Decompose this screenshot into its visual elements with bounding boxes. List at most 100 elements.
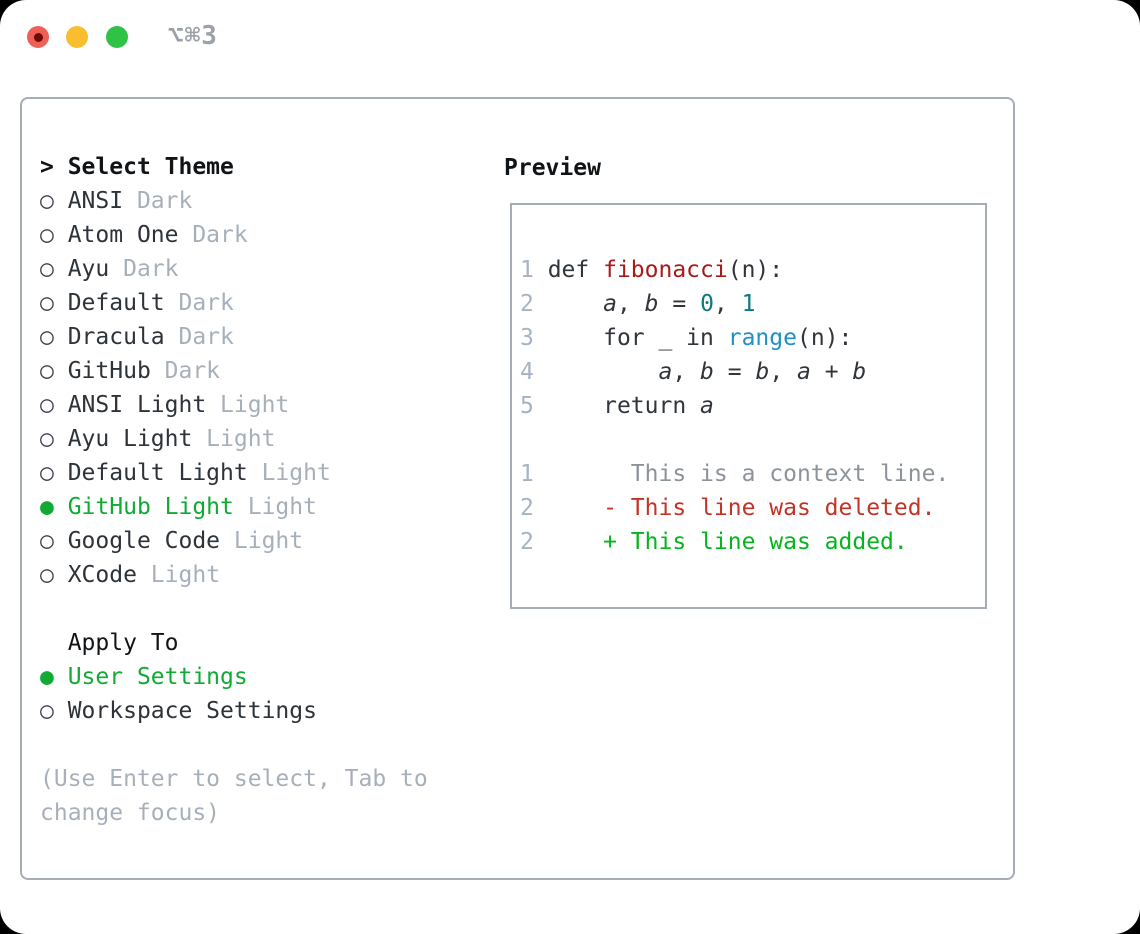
code-segment-code: =	[713, 359, 756, 385]
diff-added-line: 2 + This line was added.	[520, 525, 981, 559]
code-segment-code	[548, 495, 603, 521]
code-segment-code: (n):	[727, 257, 784, 283]
code-segment-context: This is a context line.	[547, 461, 950, 487]
radio-unselected-icon: ○	[40, 392, 68, 418]
theme-option-xcode[interactable]: ○ XCode Light	[40, 558, 480, 592]
radio-unselected-icon: ○	[40, 528, 68, 554]
theme-name: GitHub	[67, 358, 151, 384]
select-theme-header: > Select Theme	[40, 150, 480, 184]
theme-option-default-light[interactable]: ○ Default Light Light	[40, 456, 480, 490]
code-line-3: 3 for _ in range(n):	[520, 321, 981, 355]
theme-name: Ayu	[67, 256, 110, 282]
theme-name: Atom One	[67, 222, 179, 248]
theme-variant: Dark	[164, 290, 234, 316]
apply-option-label: Workspace Settings	[67, 698, 317, 724]
code-segment-var: b	[755, 359, 770, 385]
line-number: 2	[520, 291, 548, 317]
radio-unselected-icon: ○	[40, 460, 68, 486]
code-segment-code: return	[547, 393, 701, 419]
code-segment-var: a	[700, 393, 714, 419]
theme-option-atom-one[interactable]: ○ Atom One Dark	[40, 218, 480, 252]
theme-variant: Light	[192, 426, 276, 452]
diff-context-line: 1 This is a context line.	[520, 457, 981, 491]
code-segment-var: a	[603, 291, 617, 317]
theme-option-github-light[interactable]: ● GitHub Light Light	[40, 490, 480, 524]
theme-option-default[interactable]: ○ Default Dark	[40, 286, 480, 320]
code-segment-code	[548, 291, 603, 317]
theme-variant: Dark	[123, 188, 193, 214]
code-segment-code: def	[547, 257, 604, 283]
code-segment-code: ,	[672, 359, 701, 385]
code-segment-code: =	[658, 291, 701, 317]
minimize-button[interactable]	[66, 26, 88, 48]
radio-unselected-icon: ○	[40, 290, 68, 316]
blank-row	[40, 592, 480, 626]
radio-unselected-icon: ○	[40, 698, 68, 724]
code-segment-code	[548, 359, 659, 385]
radio-unselected-icon: ○	[40, 222, 68, 248]
code-segment-code: for _ in	[547, 325, 728, 351]
code-segment-code: (n):	[796, 325, 853, 351]
theme-name: Dracula	[67, 324, 165, 350]
line-number: 3	[520, 325, 548, 351]
theme-name: Default Light	[67, 460, 248, 486]
theme-variant: Light	[220, 528, 304, 554]
radio-selected-icon: ●	[40, 664, 68, 690]
hint-text: change focus)	[40, 800, 221, 826]
theme-option-ansi[interactable]: ○ ANSI Dark	[40, 184, 480, 218]
theme-picker-panel: > Select Theme○ ANSI Dark○ Atom One Dark…	[20, 97, 1015, 880]
preview-title: Preview	[504, 155, 601, 181]
theme-variant: Light	[247, 460, 331, 486]
radio-unselected-icon: ○	[40, 358, 68, 384]
theme-option-ayu-light[interactable]: ○ Ayu Light Light	[40, 422, 480, 456]
code-segment-code: ,	[769, 359, 798, 385]
code-segment-deleted: - This line was deleted.	[603, 495, 936, 521]
code-line-1: 1 def fibonacci(n):	[520, 253, 981, 287]
hint-line-2: change focus)	[40, 796, 480, 830]
line-number: 1	[520, 461, 548, 487]
radio-unselected-icon: ○	[40, 324, 68, 350]
theme-name: Ayu Light	[67, 426, 193, 452]
theme-option-dracula[interactable]: ○ Dracula Dark	[40, 320, 480, 354]
theme-name: ANSI Light	[67, 392, 207, 418]
radio-unselected-icon: ○	[40, 256, 68, 282]
apply-option-label: User Settings	[67, 664, 248, 690]
theme-name: GitHub Light	[67, 494, 234, 520]
theme-variant: Light	[206, 392, 290, 418]
code-segment-builtin: range	[727, 325, 797, 351]
theme-option-google-code[interactable]: ○ Google Code Light	[40, 524, 480, 558]
theme-name: ANSI	[67, 188, 124, 214]
close-button[interactable]	[27, 26, 49, 48]
theme-list: > Select Theme○ ANSI Dark○ Atom One Dark…	[40, 150, 480, 830]
apply-to-label: Apply To	[67, 630, 179, 656]
code-segment-var: b	[700, 359, 714, 385]
code-segment-func: fibonacci	[603, 257, 728, 283]
window-shortcut-label: ⌥⌘3	[168, 21, 218, 51]
blank-row	[40, 728, 480, 762]
apply-to-header: Apply To	[40, 626, 480, 660]
code-segment-var: b	[852, 359, 867, 385]
code-line-4: 4 a, b = b, a + b	[520, 355, 981, 389]
zoom-button[interactable]	[106, 26, 128, 48]
code-line-2: 2 a, b = 0, 1	[520, 287, 981, 321]
radio-unselected-icon: ○	[40, 188, 68, 214]
theme-variant: Dark	[178, 222, 248, 248]
theme-variant: Light	[233, 494, 317, 520]
theme-variant: Dark	[164, 324, 234, 350]
apply-option-workspace-settings[interactable]: ○ Workspace Settings	[40, 694, 480, 728]
theme-option-github[interactable]: ○ GitHub Dark	[40, 354, 480, 388]
code-segment-added: + This line was added.	[603, 529, 908, 555]
title-bar: ⌥⌘3	[0, 0, 1140, 72]
theme-option-ayu[interactable]: ○ Ayu Dark	[40, 252, 480, 286]
theme-option-ansi-light[interactable]: ○ ANSI Light Light	[40, 388, 480, 422]
apply-option-user-settings[interactable]: ● User Settings	[40, 660, 480, 694]
focus-caret-icon: >	[40, 154, 68, 180]
hint-line-1: (Use Enter to select, Tab to	[40, 762, 480, 796]
diff-deleted-line: 2 - This line was deleted.	[520, 491, 981, 525]
theme-variant: Dark	[150, 358, 221, 384]
code-segment-code: ,	[616, 291, 645, 317]
line-number: 1	[520, 257, 548, 283]
